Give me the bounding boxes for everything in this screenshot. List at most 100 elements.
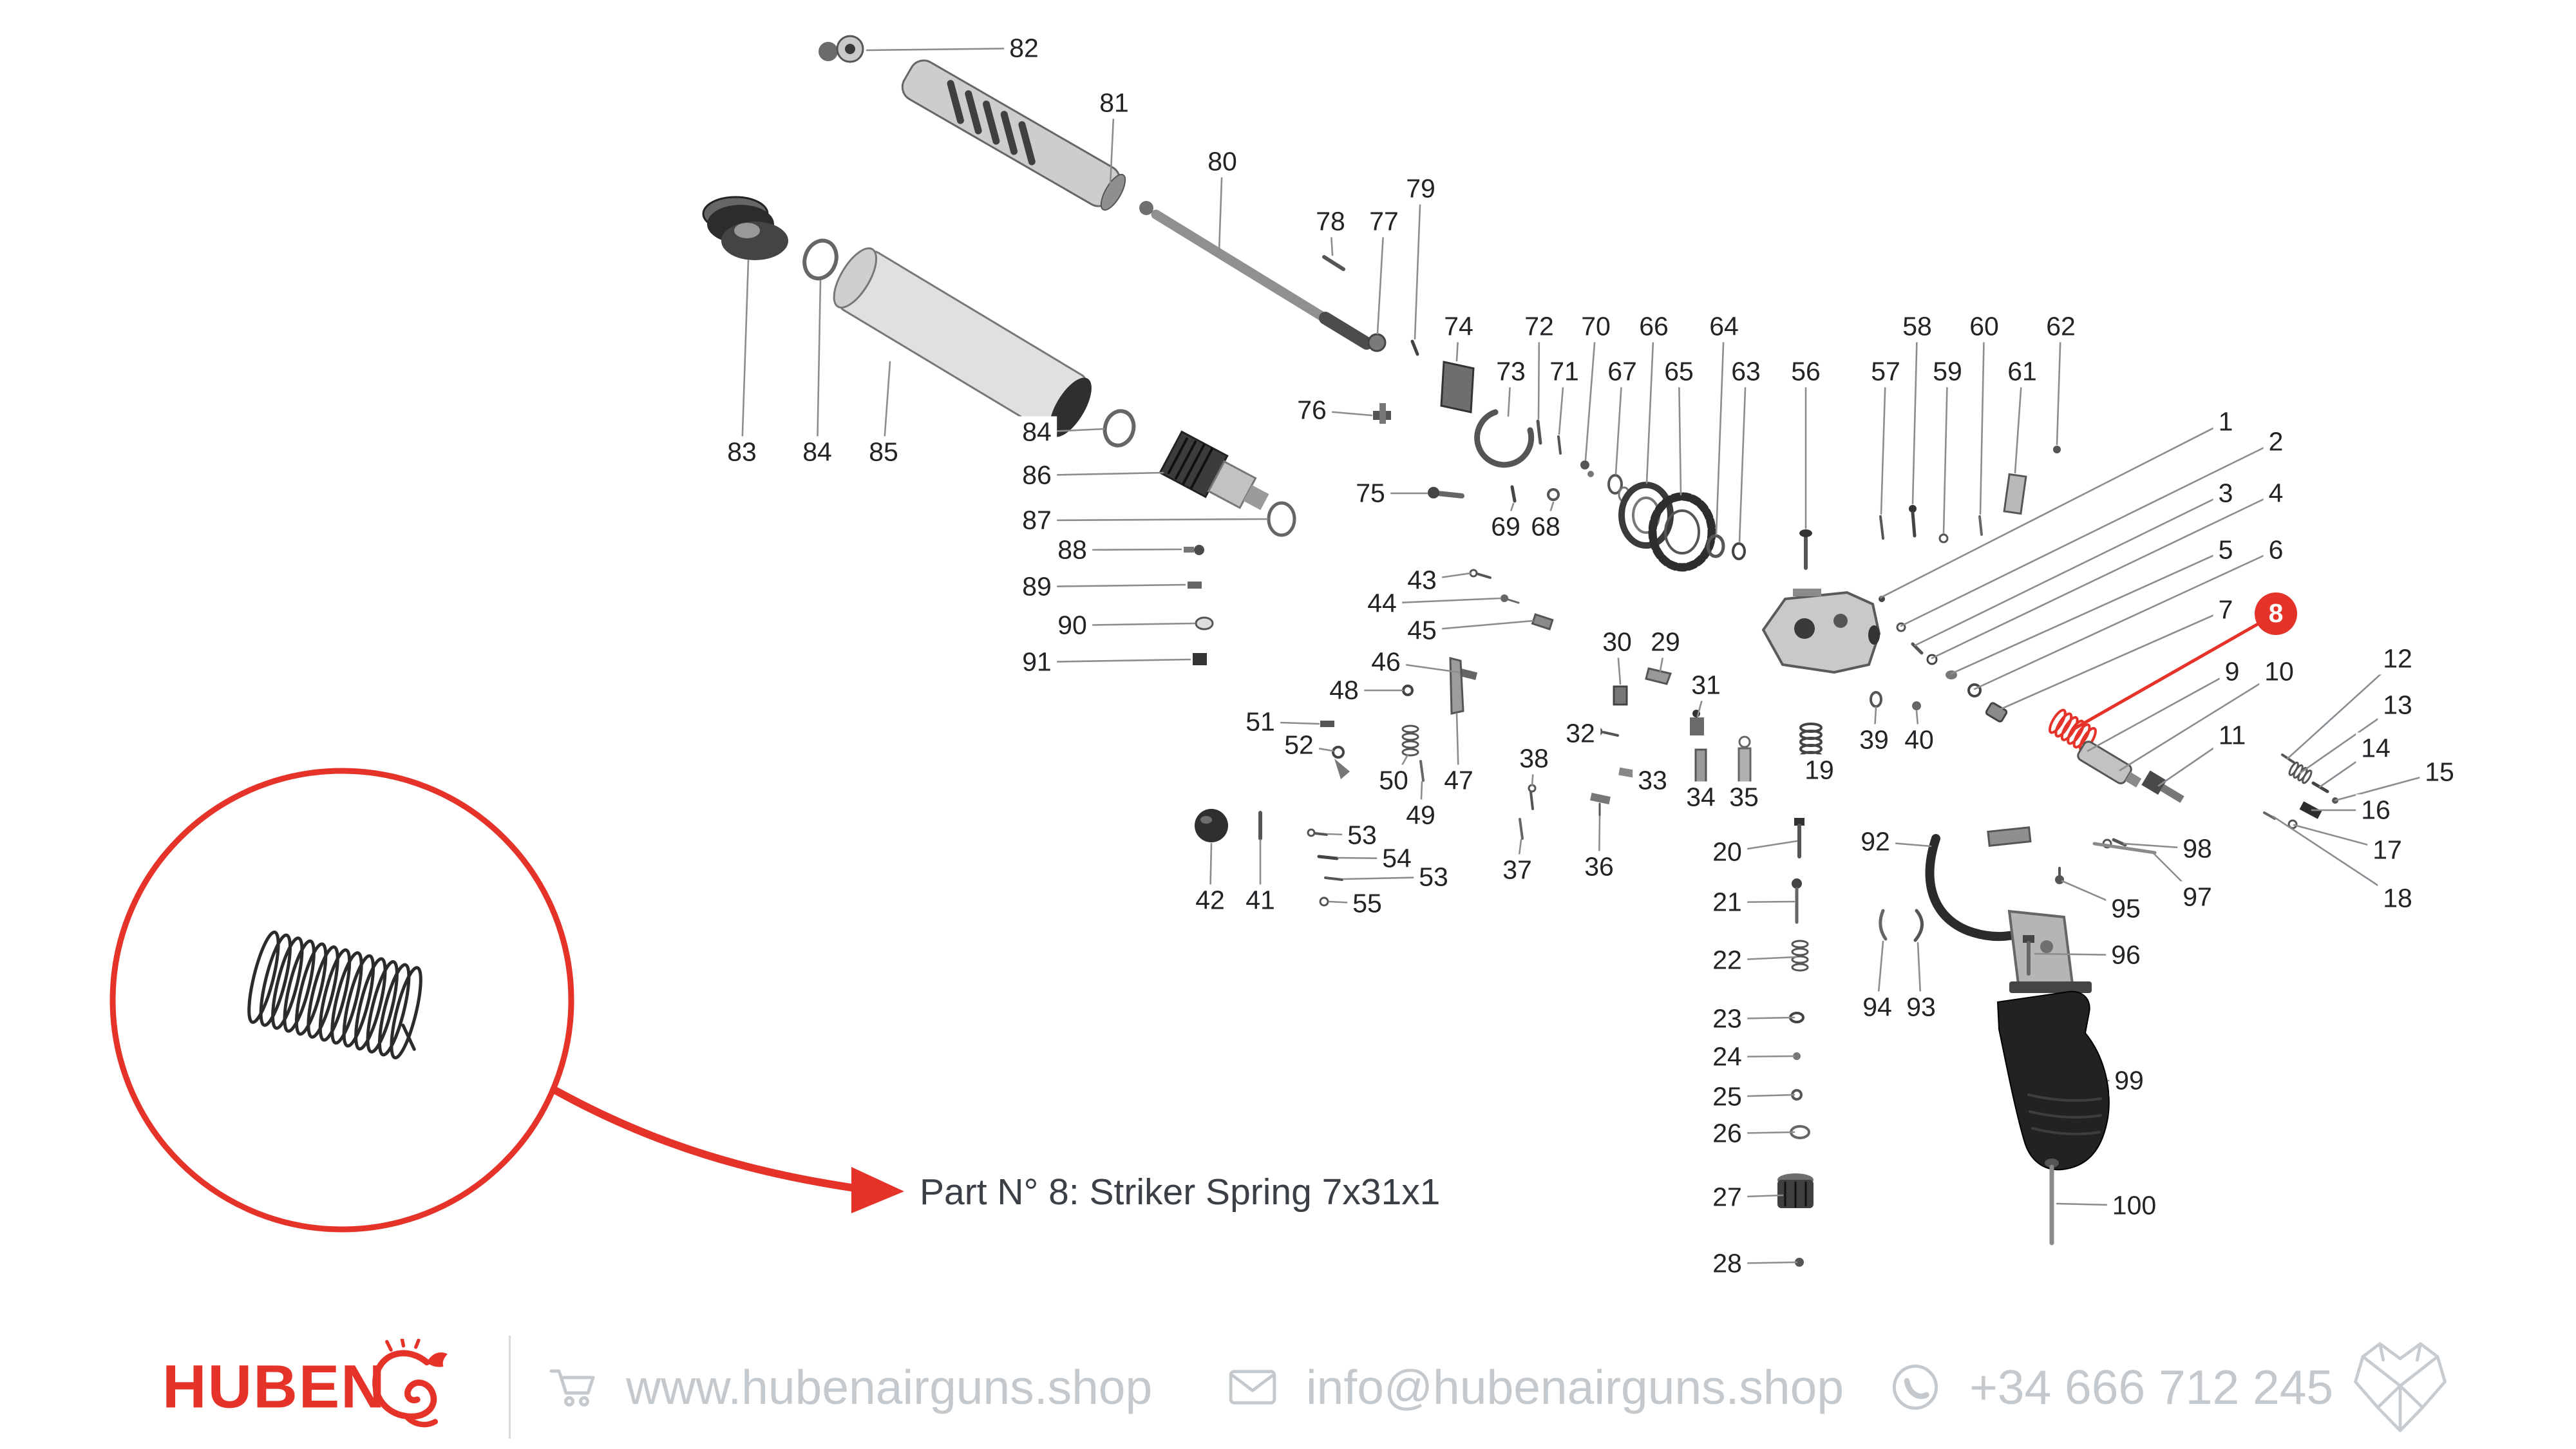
leader-line-68: [1544, 501, 1555, 528]
phone-link[interactable]: +34 666 712 245: [1969, 1360, 2334, 1414]
leader-line-36: [1598, 815, 1601, 868]
leader-line-9: [2087, 670, 2233, 752]
leader-line-40: [1915, 710, 1920, 741]
leader-line-57: [1880, 370, 1887, 515]
leader-line-80: [1218, 160, 1224, 252]
leader-line-98: [2123, 842, 2199, 850]
parts-drawing: [109, 35, 2441, 1267]
leader-line-38: [1531, 757, 1535, 787]
mail-icon[interactable]: [1229, 1369, 1276, 1405]
email-link[interactable]: info@hubenairguns.shop: [1306, 1360, 1844, 1414]
leader-line-37: [1516, 838, 1522, 871]
leader-line-30: [1616, 641, 1622, 685]
leader-line-46: [1385, 661, 1461, 674]
dragon-icon: [372, 1339, 448, 1428]
leader-line-5: [1950, 549, 2227, 675]
striker-assembly-drawing: [1879, 596, 2338, 829]
leader-line-78: [1329, 220, 1334, 256]
leader-line-43: [1421, 572, 1472, 582]
leader-lines: [741, 47, 2441, 1265]
leader-line-60: [1979, 325, 1985, 515]
brand-wordmark: HUBEN: [162, 1352, 386, 1421]
leader-line-31: [1696, 684, 1707, 717]
leader-line-61: [2014, 370, 2023, 474]
leader-line-2: [1900, 440, 2277, 627]
leader-line-71: [1558, 370, 1566, 435]
breech-cluster-drawing: [1373, 361, 1631, 503]
leader-line-7: [1995, 609, 2227, 712]
cart-icon[interactable]: [549, 1364, 600, 1410]
leader-line-27: [1726, 1194, 1784, 1198]
wolf-logo-icon: [2354, 1342, 2447, 1432]
leader-line-47: [1455, 712, 1460, 782]
callout-arrow: [553, 1087, 864, 1193]
leader-line-51: [1259, 721, 1320, 725]
footer-divider: [509, 1336, 511, 1439]
leader-line-83: [741, 259, 750, 453]
trigger-cluster-drawing: [1195, 569, 1554, 907]
callout-group: [109, 768, 904, 1233]
part-80-drawing: [1139, 201, 1419, 356]
leader-line-42: [1209, 842, 1213, 902]
phone-icon[interactable]: [1891, 1363, 1940, 1412]
leader-line-73: [1507, 370, 1512, 417]
leader-line-55: [1328, 900, 1368, 905]
leader-line-44: [1381, 597, 1502, 605]
leader-line-95: [2061, 880, 2127, 910]
leader-line-91: [1036, 658, 1191, 663]
leader-line-63: [1738, 370, 1747, 544]
leader-line-11: [2157, 734, 2233, 787]
trigger-guard-drawing: [1879, 826, 2157, 985]
leader-line-50: [1392, 753, 1409, 782]
leader-line-86: [1036, 471, 1164, 477]
part-82-drawing: [819, 35, 864, 63]
leader-line-53: [1327, 833, 1363, 837]
small-parts-88-91-drawing: [1184, 545, 1214, 665]
leader-line-23: [1726, 1016, 1795, 1020]
screw-column-drawing: [1777, 723, 1823, 1267]
leader-line-49: [1419, 781, 1423, 817]
leader-line-19: [1810, 760, 1821, 772]
leader-line-13: [2299, 704, 2399, 774]
leader-line-84: [816, 279, 822, 453]
leader-line-67: [1615, 370, 1624, 475]
leader-line-8: [2072, 612, 2278, 731]
leader-line-53: [1342, 876, 1435, 880]
receiver-drawing: [1761, 589, 1921, 710]
leader-line-94: [1876, 940, 1884, 1009]
leader-line-24: [1726, 1055, 1795, 1058]
leader-line-62: [2056, 325, 2062, 446]
leader-line-66: [1645, 325, 1655, 484]
magazine-cluster-drawing: [1519, 667, 1752, 840]
leader-line-76: [1311, 409, 1373, 417]
front-assembly-drawing: [702, 196, 1296, 537]
footer: HUBEN www.hubenairguns.shop info@hubenai…: [0, 1325, 2576, 1449]
leader-line-20: [1726, 840, 1798, 853]
leader-line-90: [1071, 622, 1196, 627]
grip-drawing: [1996, 981, 2110, 1245]
valve-rings-drawing: [1618, 482, 1746, 572]
leader-line-70: [1584, 325, 1597, 461]
leader-line-12: [2286, 658, 2399, 760]
leader-line-1: [1879, 421, 2227, 599]
leader-line-35: [1743, 786, 1746, 799]
part-81-drawing: [901, 59, 1126, 211]
leader-line-93: [1917, 942, 1922, 1009]
leader-line-28: [1726, 1261, 1798, 1265]
leader-line-58: [1911, 325, 1918, 505]
leader-line-74: [1455, 325, 1460, 362]
leader-line-3: [1914, 492, 2227, 647]
leader-line-77: [1376, 220, 1385, 335]
leader-line-64: [1715, 325, 1725, 536]
website-link[interactable]: www.hubenairguns.shop: [626, 1360, 1153, 1414]
leader-line-85: [882, 361, 891, 453]
screws-56-62-drawing: [1799, 446, 2061, 570]
leader-line-82: [866, 47, 1025, 52]
leader-line-29: [1659, 641, 1667, 672]
leader-line-10: [2119, 670, 2280, 772]
leader-line-4: [1931, 492, 2277, 659]
leader-line-39: [1873, 706, 1877, 741]
leader-line-89: [1036, 583, 1186, 588]
callout-arrowhead: [851, 1167, 904, 1213]
leader-line-100: [2056, 1202, 2136, 1207]
